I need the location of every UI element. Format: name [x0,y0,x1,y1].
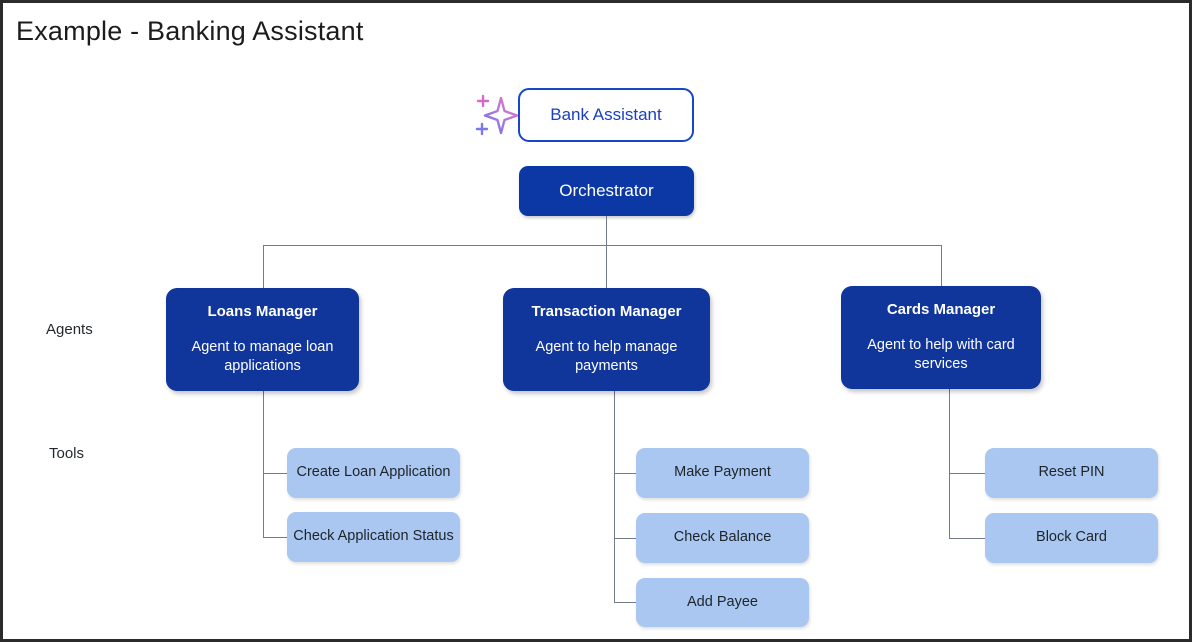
agent-title: Loans Manager [207,302,318,320]
node-agent-loans-manager[interactable]: Loans Manager Agent to manage loan appli… [166,288,359,391]
agent-description: Agent to manage loan applications [191,338,334,374]
node-bank-assistant[interactable]: Bank Assistant [518,88,694,142]
connector-to-agent-transaction [606,245,607,288]
connector-stub-tool [614,602,636,603]
node-tool-block-card[interactable]: Block Card [985,513,1158,563]
node-tool-add-payee[interactable]: Add Payee [636,578,809,627]
agent-description: Agent to help with card services [867,336,1015,372]
agent-title: Cards Manager [886,300,996,318]
node-agent-cards-manager[interactable]: Cards Manager Agent to help with card se… [841,286,1041,389]
connector-to-agent-loans [263,245,264,288]
row-label-tools: Tools [49,445,85,462]
connector-stub-tool [614,473,636,474]
node-tool-check-application-status[interactable]: Check Application Status [287,512,460,562]
connector-spine-transaction-tools [614,391,615,603]
tool-label: Check Balance [673,529,772,546]
agent-description: Agent to help manage payments [535,338,678,374]
sparkle-icon [475,94,519,136]
connector-stub-tool [263,473,287,474]
node-tool-make-payment[interactable]: Make Payment [636,448,809,498]
tool-label: Block Card [1036,529,1107,546]
tool-label: Create Loan Application [296,464,451,481]
tool-label: Make Payment [674,464,771,481]
connector-orchestrator-down [606,216,607,245]
connector-stub-tool [949,473,985,474]
tool-label: Add Payee [687,593,758,610]
connector-to-agent-cards [941,245,942,288]
node-tool-reset-pin[interactable]: Reset PIN [985,448,1158,498]
node-tool-check-balance[interactable]: Check Balance [636,513,809,563]
connector-spine-cards-tools [949,389,950,538]
row-label-agents: Agents [46,321,93,338]
page-title: Example - Banking Assistant [16,16,364,46]
tool-label: Check Application Status [293,528,454,545]
connector-stub-tool [263,537,287,538]
agent-title: Transaction Manager [531,302,682,320]
connector-stub-tool [949,538,985,539]
orchestrator-label: Orchestrator [559,181,654,200]
node-orchestrator[interactable]: Orchestrator [519,166,694,216]
node-tool-create-loan-application[interactable]: Create Loan Application [287,448,460,498]
connector-spine-loans-tools [263,391,264,537]
connector-agent-bus [263,245,942,246]
node-agent-transaction-manager[interactable]: Transaction Manager Agent to help manage… [503,288,710,391]
connector-stub-tool [614,538,636,539]
bank-assistant-label: Bank Assistant [550,105,662,124]
tool-label: Reset PIN [1038,464,1105,481]
